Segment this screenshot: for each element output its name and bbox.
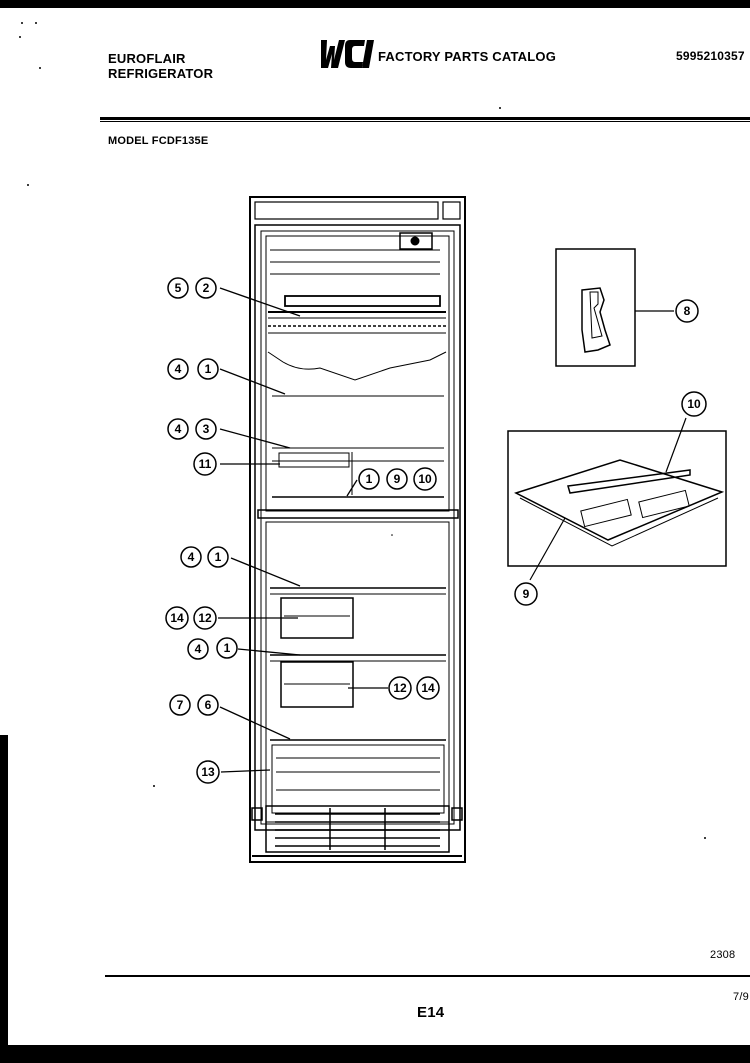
svg-text:1: 1 [366, 472, 373, 486]
svg-text:4: 4 [195, 642, 202, 656]
svg-text:12: 12 [198, 611, 212, 625]
scan-specks [19, 22, 706, 839]
callout-14: 14 [416, 676, 440, 700]
callouts: 5 2 4 1 4 3 11 1 9 10 4 1 14 12 4 1 12 1… [165, 277, 707, 784]
callout-9: 9 [386, 468, 408, 490]
svg-text:7: 7 [177, 698, 184, 712]
svg-text:14: 14 [421, 681, 435, 695]
callout-8: 8 [675, 299, 699, 323]
svg-text:11: 11 [199, 457, 212, 471]
hinge-detail [555, 248, 674, 367]
callout-12: 12 [388, 676, 412, 700]
scan-border-top [0, 0, 750, 8]
fresh-food-compartment [265, 521, 450, 823]
compartment-divider [257, 509, 459, 519]
svg-text:9: 9 [394, 472, 401, 486]
callout-1: 1 [197, 358, 219, 380]
callout-2: 2 [195, 277, 217, 299]
svg-text:1: 1 [224, 641, 231, 655]
product-type: REFRIGERATOR [108, 66, 214, 81]
freezer-compartment [265, 232, 450, 512]
svg-text:8: 8 [684, 304, 691, 318]
scan-border-bottom [0, 1045, 750, 1063]
callout-5: 5 [167, 277, 189, 299]
svg-text:2: 2 [203, 281, 210, 295]
crisper-cover-detail [507, 417, 727, 581]
svg-text:9: 9 [523, 587, 530, 601]
scan-border-left [0, 735, 8, 1055]
page-number: E14 [417, 1004, 445, 1021]
model-label: MODEL FCDF135E [108, 135, 209, 147]
callout-12: 12 [193, 606, 217, 630]
callout-4: 4 [187, 638, 209, 660]
callout-1: 1 [358, 468, 380, 490]
brand-block: EUROFLAIR REFRIGERATOR [108, 51, 213, 81]
header-rule-thin [100, 121, 750, 122]
svg-text:1: 1 [205, 362, 212, 376]
callout-3: 3 [195, 418, 217, 440]
wci-logo-graphic [321, 40, 374, 68]
callout-4: 4 [180, 546, 202, 568]
callout-1: 1 [216, 637, 238, 659]
callout-4: 4 [167, 358, 189, 380]
svg-text:4: 4 [188, 550, 195, 564]
footer-rule [105, 975, 750, 977]
svg-text:4: 4 [175, 362, 182, 376]
wci-logo [317, 38, 377, 70]
svg-text:1: 1 [215, 550, 222, 564]
svg-text:14: 14 [170, 611, 184, 625]
callout-13: 13 [196, 760, 220, 784]
callout-10: 10 [413, 467, 437, 491]
part-number: 5995210357 [676, 49, 745, 63]
callout-10: 10 [681, 391, 707, 417]
callout-4: 4 [167, 418, 189, 440]
revision-date: 7/9 [733, 991, 749, 1003]
svg-text:3: 3 [203, 422, 210, 436]
bottom-grille [251, 805, 463, 857]
svg-text:12: 12 [393, 681, 407, 695]
brand-name: EUROFLAIR [108, 51, 186, 66]
svg-text:6: 6 [205, 698, 212, 712]
callout-6: 6 [197, 694, 219, 716]
svg-text:13: 13 [201, 765, 215, 779]
callout-1: 1 [207, 546, 229, 568]
header-rule [100, 117, 750, 120]
svg-text:10: 10 [418, 472, 432, 486]
callout-11: 11 [193, 452, 217, 476]
leader-lines [218, 287, 388, 773]
svg-text:10: 10 [687, 397, 701, 411]
callout-9: 9 [514, 582, 538, 606]
diagram-code: 2308 [710, 949, 736, 961]
svg-text:5: 5 [175, 281, 182, 295]
catalog-title: FACTORY PARTS CATALOG [378, 49, 557, 64]
callout-14: 14 [165, 606, 189, 630]
svg-text:4: 4 [175, 422, 182, 436]
callout-7: 7 [169, 694, 191, 716]
